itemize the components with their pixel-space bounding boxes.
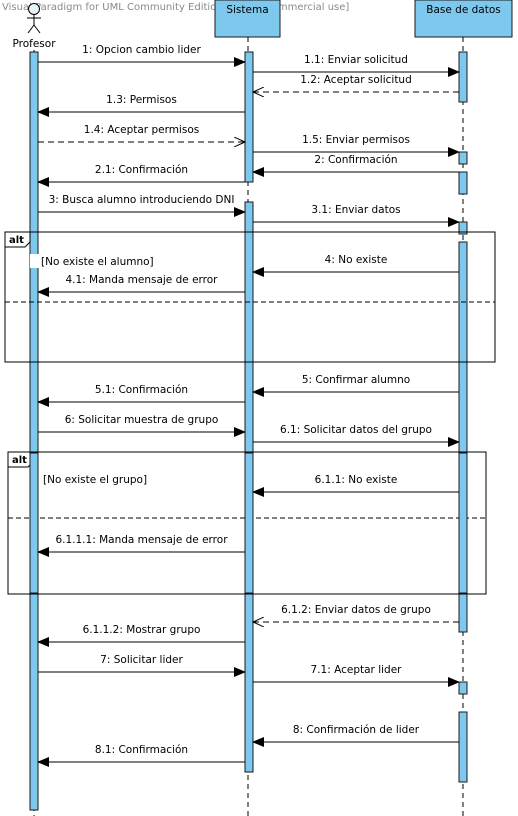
message-label: 8: Confirmación de lider bbox=[293, 724, 420, 736]
base-de-datos-activation bbox=[458, 681, 468, 695]
message-label: 1: Opcion cambio lider bbox=[82, 44, 201, 56]
alt-label: alt bbox=[9, 235, 24, 246]
message-label: 2.1: Confirmación bbox=[95, 164, 188, 176]
message-label: 5: Confirmar alumno bbox=[302, 374, 410, 386]
base-de-datos-activation bbox=[458, 711, 468, 783]
message-label: 5.1: Confirmación bbox=[95, 384, 188, 396]
alt-label: alt bbox=[12, 455, 27, 466]
sistema-activation bbox=[244, 452, 254, 594]
message-label: 1.2: Aceptar solicitud bbox=[300, 74, 412, 86]
message-label: 7: Solicitar lider bbox=[100, 654, 183, 666]
message-label: 6.1.1.2: Mostrar grupo bbox=[83, 624, 201, 636]
base-de-datos-activation bbox=[458, 221, 468, 235]
message-label: 7.1: Aceptar lider bbox=[311, 664, 403, 676]
message-label: 1.5: Enviar permisos bbox=[302, 134, 410, 146]
message-label: 1.1: Enviar solicitud bbox=[304, 54, 408, 66]
alt-guard: [No existe el grupo] bbox=[43, 474, 147, 486]
message-label: 6.1.2: Enviar datos de grupo bbox=[281, 604, 431, 616]
message-label: 6.1.1.1: Manda mensaje de error bbox=[55, 534, 228, 546]
sistema-title: Sistema bbox=[226, 4, 268, 16]
sistema-header[interactable] bbox=[214, 0, 281, 38]
message-label: 4.1: Manda mensaje de error bbox=[65, 274, 218, 286]
message-label: 1.4: Aceptar permisos bbox=[84, 124, 199, 136]
message-label: 1.3: Permisos bbox=[106, 94, 177, 106]
message-label: 6.1.1: No existe bbox=[315, 474, 398, 486]
message-label: 2: Confirmación bbox=[314, 154, 397, 166]
base-de-datos-activation bbox=[458, 171, 468, 195]
profesor-activation bbox=[29, 452, 39, 594]
alt-guard: [No existe el alumno] bbox=[41, 256, 154, 268]
base-de-datos-title: Base de datos bbox=[426, 4, 500, 16]
message-label: 6: Solicitar muestra de grupo bbox=[65, 414, 219, 426]
base-de-datos-activation bbox=[458, 151, 468, 165]
profesor-activation bbox=[29, 51, 39, 811]
watermark: Visual Paradigm for UML Community Editio… bbox=[2, 2, 349, 13]
message-label: 4: No existe bbox=[325, 254, 388, 266]
message-label: 6.1: Solicitar datos del grupo bbox=[280, 424, 432, 436]
message-label: 3: Busca alumno introduciendo DNI bbox=[49, 194, 235, 206]
alt-fragment: alt [No existe el alumno] bbox=[4, 231, 496, 363]
sistema-activation bbox=[244, 51, 254, 183]
base-de-datos-activation bbox=[458, 51, 468, 103]
message-label: 3.1: Enviar datos bbox=[311, 204, 400, 216]
base-de-datos-activation bbox=[458, 452, 468, 594]
profesor-label: Profesor bbox=[12, 38, 56, 50]
base-de-datos-header[interactable] bbox=[414, 0, 513, 38]
message-label: 8.1: Confirmación bbox=[95, 744, 188, 756]
profesor-actor-icon[interactable] bbox=[27, 3, 41, 34]
